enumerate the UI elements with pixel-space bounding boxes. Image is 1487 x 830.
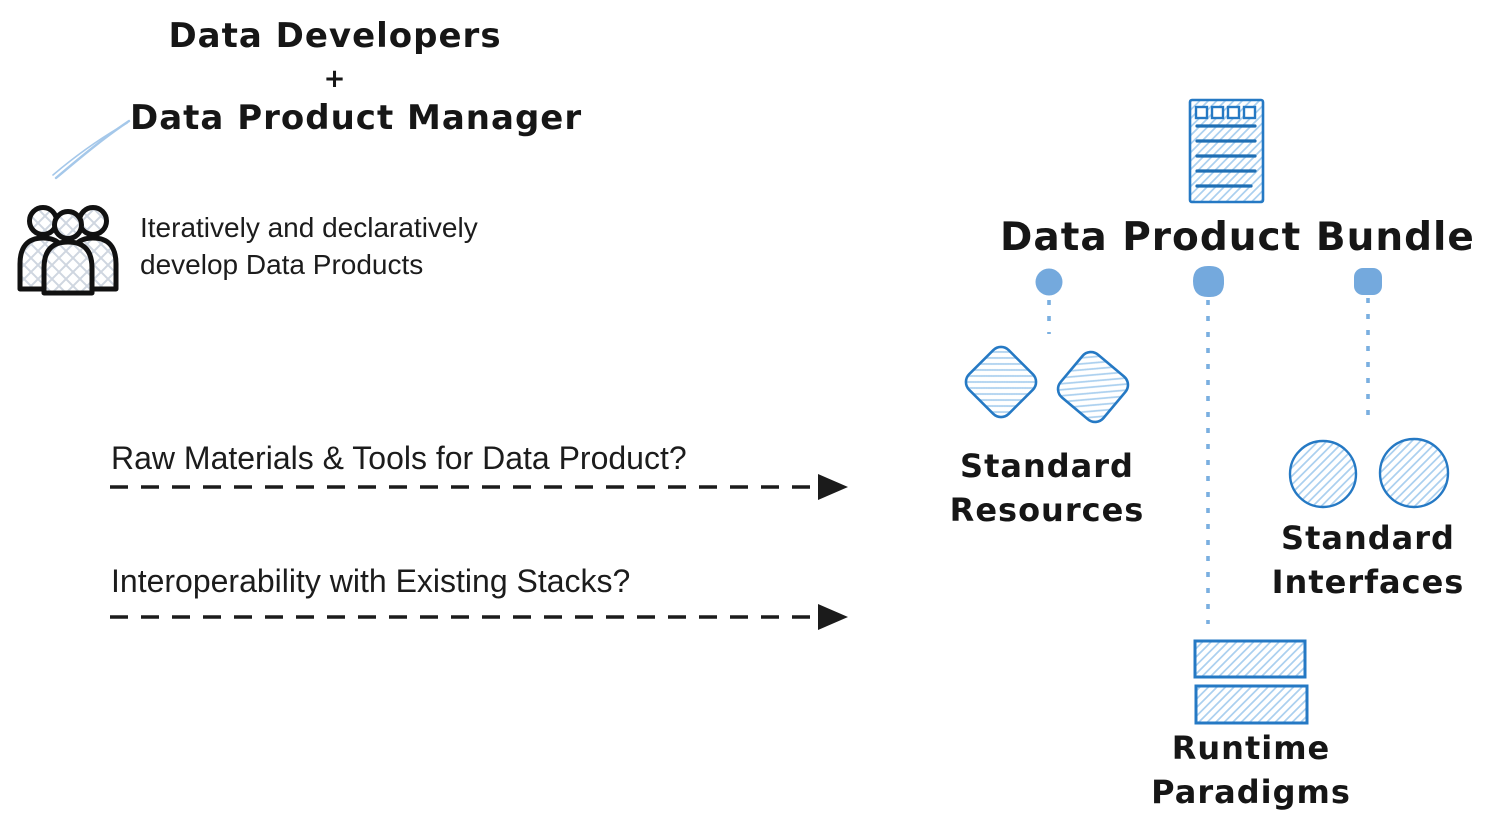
bundle-port-dot	[1354, 268, 1382, 295]
document-list-icon	[1188, 98, 1265, 204]
label-runtime-paradigms-line1: Runtime	[1171, 729, 1331, 767]
diamond-shape	[1056, 350, 1130, 424]
rectangle-shape	[1193, 639, 1307, 679]
annotation-line	[52, 119, 131, 180]
question-label-raw-materials: Raw Materials & Tools for Data Product?	[111, 440, 687, 476]
label-runtime-paradigms: Runtime Paradigms	[1137, 726, 1365, 814]
rectangle-shape	[1194, 684, 1309, 725]
dashed-right-arrow	[110, 474, 848, 500]
team-description-line2: develop Data Products	[140, 249, 424, 280]
question-label-interoperability: Interoperability with Existing Stacks?	[111, 563, 631, 599]
dashed-right-arrow	[110, 604, 848, 630]
label-standard-interfaces: Standard Interfaces	[1254, 516, 1482, 604]
bundle-port-dot	[1035, 268, 1063, 296]
label-standard-resources-line1: Standard	[960, 447, 1134, 485]
three-people-icon	[17, 205, 119, 296]
circle-shape	[1378, 437, 1450, 509]
bundle-title: Data Product Bundle	[1000, 215, 1475, 260]
team-title-plus: +	[323, 64, 347, 94]
label-standard-interfaces-line2: Interfaces	[1271, 563, 1465, 601]
label-standard-resources-line2: Resources	[949, 491, 1145, 529]
bundle-port-dot	[1193, 265, 1225, 298]
team-title-line1: Data Developers	[168, 16, 502, 56]
team-description-line1: Iteratively and declaratively	[140, 212, 478, 243]
label-standard-resources: Standard Resources	[933, 444, 1161, 532]
circle-shape	[1288, 439, 1358, 509]
label-runtime-paradigms-line2: Paradigms	[1151, 773, 1351, 811]
label-standard-interfaces-line1: Standard	[1281, 519, 1455, 557]
diamond-shape	[964, 345, 1038, 419]
team-title-line2: Data Product Manager	[130, 98, 583, 138]
